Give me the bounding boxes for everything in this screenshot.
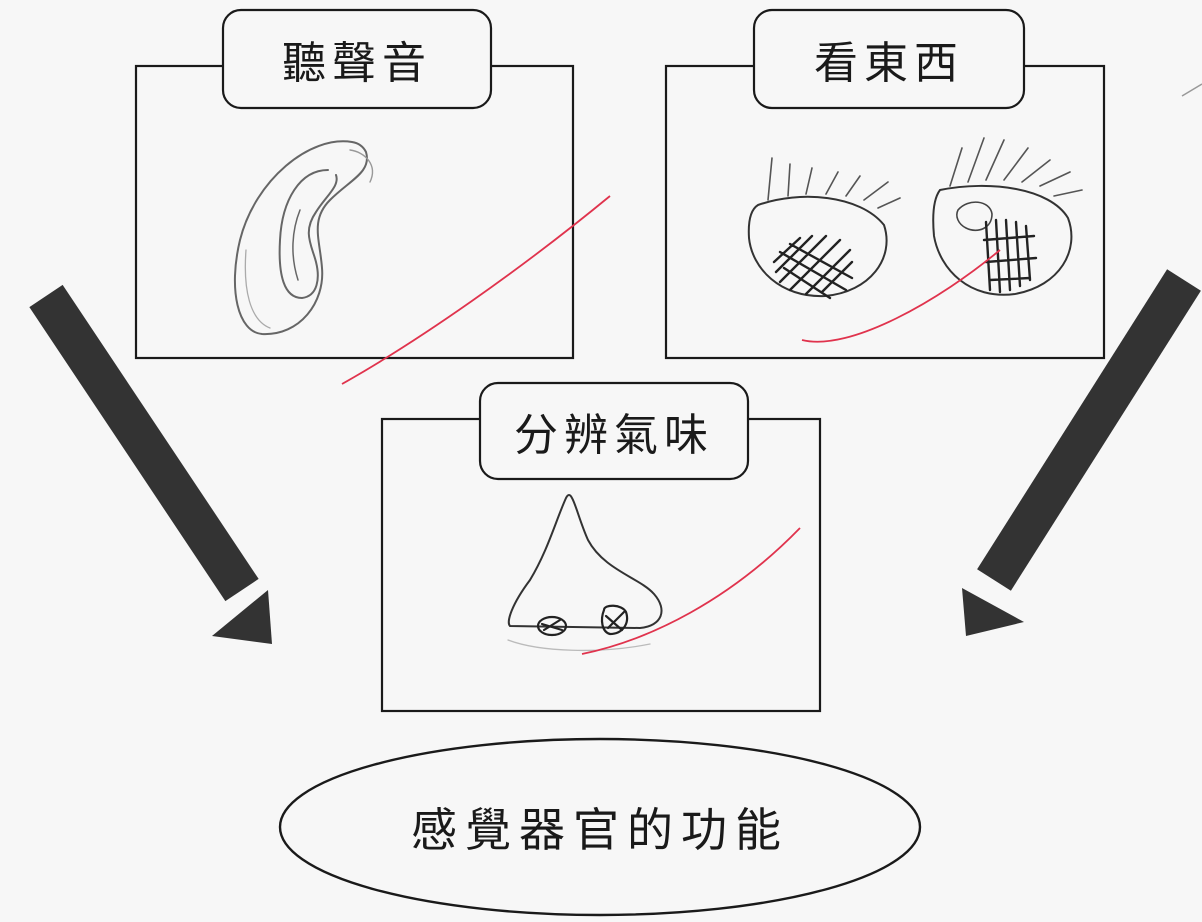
arrow-left-down-icon	[29, 284, 272, 644]
marker-stroke-hearing	[341, 195, 611, 385]
stray-mark	[1181, 83, 1202, 97]
tab-seeing	[752, 8, 1026, 110]
ear-drawing-icon	[233, 140, 374, 336]
tab-smelling	[478, 381, 750, 481]
eyes-drawing-icon	[747, 137, 1083, 300]
center-label: 感覺器官的功能	[411, 803, 789, 857]
label-smelling: 分辨氣味	[514, 410, 714, 461]
nose-drawing-icon	[507, 494, 663, 652]
box-seeing	[664, 8, 1106, 360]
box-hearing	[134, 8, 611, 385]
box-seeing-frame	[664, 64, 1106, 360]
label-hearing: 聽聲音	[282, 38, 432, 89]
tab-hearing	[221, 8, 493, 110]
label-seeing: 看東西	[814, 38, 964, 89]
box-hearing-frame	[134, 64, 575, 360]
center-oval	[278, 737, 922, 917]
marker-stroke-smelling	[581, 527, 801, 655]
marker-stroke-seeing	[801, 249, 1001, 343]
arrow-right-down-icon	[962, 269, 1201, 636]
box-smelling	[380, 381, 822, 713]
